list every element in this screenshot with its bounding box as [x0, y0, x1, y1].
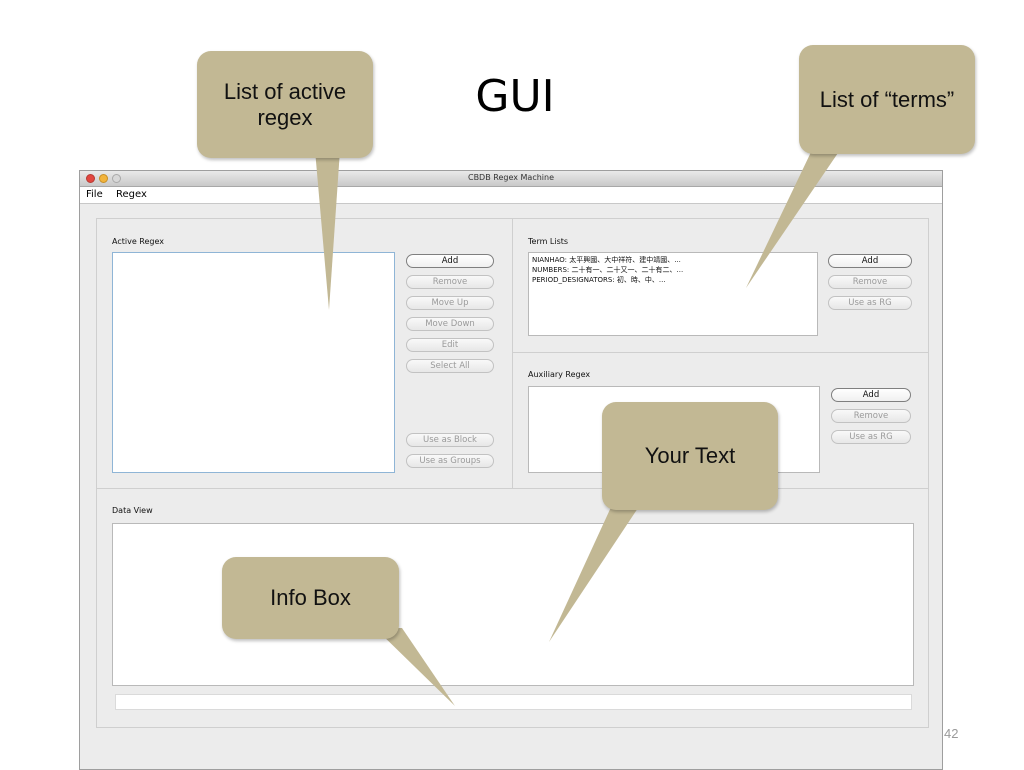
window-titlebar: CBDB Regex Machine — [80, 171, 942, 187]
term-list-item[interactable]: NIANHAO: 太平興國、大中祥符、建中靖國、... — [532, 256, 681, 264]
auxiliary-regex-label: Auxiliary Regex — [528, 370, 591, 379]
slide-title: GUI — [475, 71, 555, 122]
auxiliary-regex-use-as-rg-button[interactable]: Use as RG — [831, 430, 911, 444]
window-title: CBDB Regex Machine — [467, 173, 554, 182]
auxiliary-regex-add-button[interactable]: Add — [831, 388, 911, 402]
active-regex-panel: Active Regex Add Remove Move Up Move Dow… — [96, 218, 513, 489]
zoom-window-icon[interactable] — [112, 174, 121, 183]
term-lists-add-button[interactable]: Add — [828, 254, 912, 268]
term-lists-panel: Term Lists NIANHAO: 太平興國、大中祥符、建中靖國、... N… — [512, 218, 929, 353]
app-window: CBDB Regex Machine File Regex Active Reg… — [79, 170, 943, 770]
auxiliary-regex-remove-button[interactable]: Remove — [831, 409, 911, 423]
info-box-field — [115, 694, 912, 710]
terms-callout: List of “terms” — [799, 45, 975, 154]
menu-file[interactable]: File — [86, 189, 103, 200]
active-regex-remove-button[interactable]: Remove — [406, 275, 494, 289]
move-down-button[interactable]: Move Down — [406, 317, 494, 331]
info-box-callout: Info Box — [222, 557, 399, 639]
term-lists-remove-button[interactable]: Remove — [828, 275, 912, 289]
edit-button[interactable]: Edit — [406, 338, 494, 352]
use-as-groups-button[interactable]: Use as Groups — [406, 454, 494, 468]
minimize-window-icon[interactable] — [99, 174, 108, 183]
data-view-label: Data View — [112, 506, 153, 515]
term-lists-list[interactable]: NIANHAO: 太平興國、大中祥符、建中靖國、... NUMBERS: 二十有… — [528, 252, 818, 336]
page-number: 42 — [944, 726, 959, 741]
active-regex-callout: List of active regex — [197, 51, 373, 158]
select-all-button[interactable]: Select All — [406, 359, 494, 373]
use-as-block-button[interactable]: Use as Block — [406, 433, 494, 447]
term-list-item[interactable]: NUMBERS: 二十有一、二十又一、二十有二、... — [532, 266, 684, 274]
menu-bar: File Regex — [80, 187, 942, 204]
your-text-callout: Your Text — [602, 402, 778, 510]
active-regex-list[interactable] — [112, 252, 395, 473]
data-view-panel: Data View — [96, 488, 929, 728]
term-lists-use-as-rg-button[interactable]: Use as RG — [828, 296, 912, 310]
menu-regex[interactable]: Regex — [116, 189, 147, 200]
close-window-icon[interactable] — [86, 174, 95, 183]
active-regex-add-button[interactable]: Add — [406, 254, 494, 268]
term-lists-label: Term Lists — [528, 237, 569, 246]
move-up-button[interactable]: Move Up — [406, 296, 494, 310]
term-list-item[interactable]: PERIOD_DESIGNATORS: 初、時、中、... — [532, 276, 666, 284]
active-regex-label: Active Regex — [112, 237, 165, 246]
